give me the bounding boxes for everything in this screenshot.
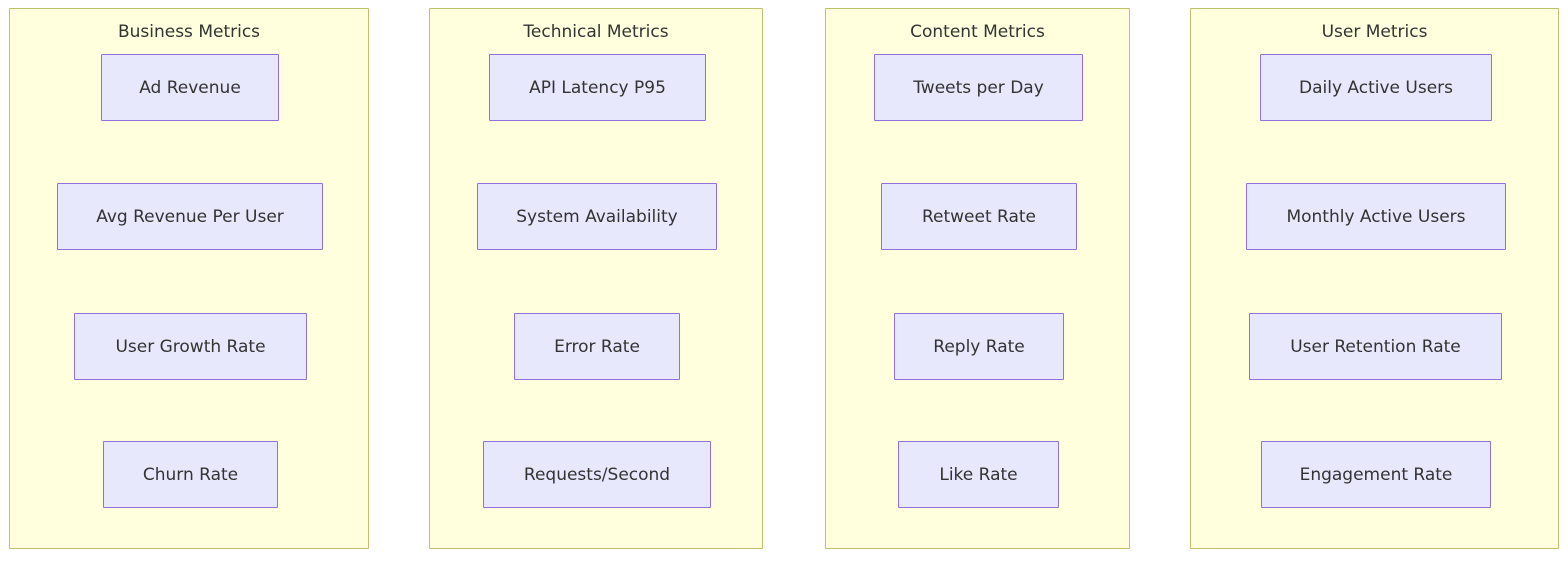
node-label: Avg Revenue Per User (96, 206, 284, 227)
node-ad-revenue[interactable]: Ad Revenue (101, 54, 279, 121)
node-like-rate[interactable]: Like Rate (898, 441, 1059, 508)
node-label: Like Rate (939, 464, 1018, 485)
node-monthly-active-users[interactable]: Monthly Active Users (1246, 183, 1506, 250)
node-label: User Growth Rate (115, 336, 266, 357)
node-label: Ad Revenue (139, 77, 241, 98)
subgraph-business-metrics[interactable]: Business Metrics Ad Revenue Avg Revenue … (9, 8, 369, 549)
node-label: System Availability (516, 206, 678, 227)
node-label: User Retention Rate (1290, 336, 1461, 357)
node-label: API Latency P95 (529, 77, 666, 98)
node-api-latency-p95[interactable]: API Latency P95 (489, 54, 706, 121)
node-label: Churn Rate (142, 464, 239, 485)
subgraph-title: Business Metrics (117, 22, 261, 42)
node-user-growth-rate[interactable]: User Growth Rate (74, 313, 307, 380)
node-label: Retweet Rate (921, 206, 1037, 227)
node-engagement-rate[interactable]: Engagement Rate (1261, 441, 1491, 508)
subgraph-content-metrics[interactable]: Content Metrics Tweets per Day Retweet R… (825, 8, 1130, 549)
node-label: Daily Active Users (1298, 77, 1453, 98)
subgraph-user-metrics[interactable]: User Metrics Daily Active Users Monthly … (1190, 8, 1559, 549)
node-daily-active-users[interactable]: Daily Active Users (1260, 54, 1492, 121)
node-label: Engagement Rate (1299, 464, 1453, 485)
subgraph-title: User Metrics (1321, 22, 1428, 42)
node-system-availability[interactable]: System Availability (477, 183, 717, 250)
node-user-retention-rate[interactable]: User Retention Rate (1249, 313, 1502, 380)
node-avg-revenue-per-user[interactable]: Avg Revenue Per User (57, 183, 323, 250)
subgraph-title: Content Metrics (910, 22, 1045, 42)
subgraph-technical-metrics[interactable]: Technical Metrics API Latency P95 System… (429, 8, 763, 549)
node-churn-rate[interactable]: Churn Rate (103, 441, 278, 508)
node-error-rate[interactable]: Error Rate (514, 313, 680, 380)
node-label: Tweets per Day (913, 77, 1044, 98)
node-tweets-per-day[interactable]: Tweets per Day (874, 54, 1083, 121)
node-requests-per-second[interactable]: Requests/Second (483, 441, 711, 508)
node-reply-rate[interactable]: Reply Rate (894, 313, 1064, 380)
node-label: Reply Rate (933, 336, 1025, 357)
node-label: Error Rate (554, 336, 640, 357)
subgraph-title: Technical Metrics (523, 22, 669, 42)
node-retweet-rate[interactable]: Retweet Rate (881, 183, 1077, 250)
node-label: Monthly Active Users (1286, 206, 1466, 227)
node-label: Requests/Second (523, 464, 671, 485)
